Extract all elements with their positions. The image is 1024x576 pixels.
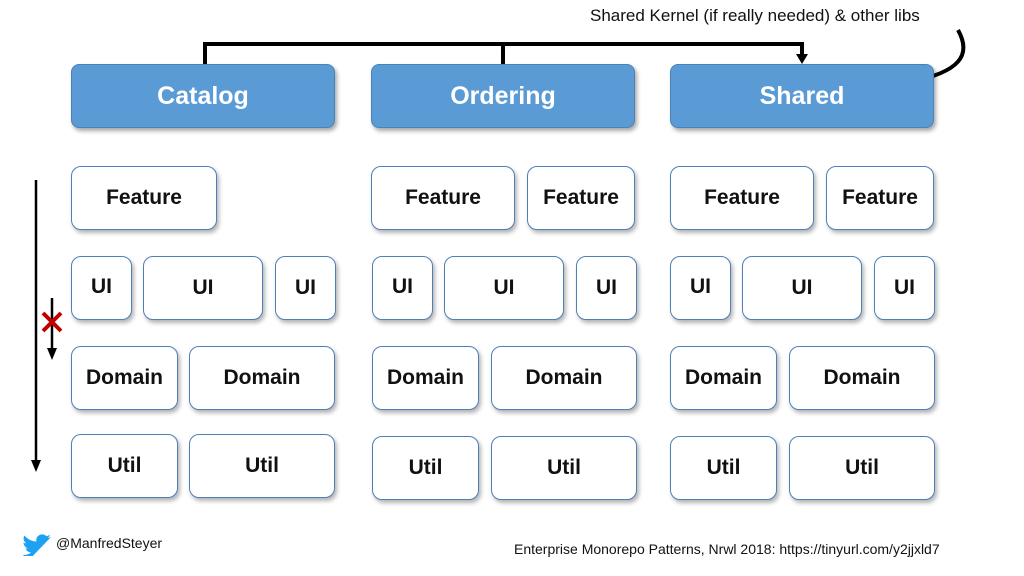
domain-header-catalog: Catalog (71, 64, 335, 128)
ordering-util-lib-1: Util (372, 436, 479, 500)
shared-kernel-annotation: Shared Kernel (if really needed) & other… (590, 6, 920, 25)
ordering-feature-lib-2: Feature (527, 166, 635, 230)
catalog-ui-lib-2: UI (143, 256, 263, 320)
bracket-arrow-head (796, 54, 808, 64)
ordering-domain-lib-1: Domain (372, 346, 479, 410)
ordering-util-lib-2: Util (491, 436, 637, 500)
catalog-domain-lib-2: Domain (189, 346, 335, 410)
shared-ui-lib-1: UI (670, 256, 731, 320)
allowed-direction-arrow-head (31, 460, 41, 472)
shared-domain-lib-2: Domain (789, 346, 935, 410)
domain-header-ordering: Ordering (371, 64, 635, 128)
catalog-util-lib-2: Util (189, 434, 335, 498)
shared-feature-lib-1: Feature (670, 166, 814, 230)
ordering-ui-lib-2: UI (444, 256, 564, 320)
domain-header-shared: Shared (670, 64, 934, 128)
author-handle: @ManfredSteyer (56, 535, 163, 551)
shared-feature-lib-2: Feature (826, 166, 934, 230)
shared-util-lib-1: Util (670, 436, 777, 500)
reference-citation: Enterprise Monorepo Patterns, Nrwl 2018:… (514, 541, 940, 557)
shared-util-lib-2: Util (789, 436, 935, 500)
ordering-feature-lib-1: Feature (371, 166, 515, 230)
catalog-feature-lib: Feature (71, 166, 217, 230)
shared-ui-lib-2: UI (742, 256, 862, 320)
catalog-util-lib-1: Util (71, 434, 178, 498)
ordering-domain-lib-2: Domain (491, 346, 637, 410)
ordering-ui-lib-3: UI (576, 256, 637, 320)
shared-domain-lib-1: Domain (670, 346, 777, 410)
ordering-ui-lib-1: UI (372, 256, 433, 320)
blocked-direction-arrow-head (47, 348, 57, 360)
catalog-domain-lib-1: Domain (71, 346, 178, 410)
red-x-icon (41, 311, 63, 333)
shared-ui-lib-3: UI (874, 256, 935, 320)
catalog-ui-lib-1: UI (71, 256, 132, 320)
twitter-bird-icon (22, 534, 51, 556)
catalog-ui-lib-3: UI (275, 256, 336, 320)
